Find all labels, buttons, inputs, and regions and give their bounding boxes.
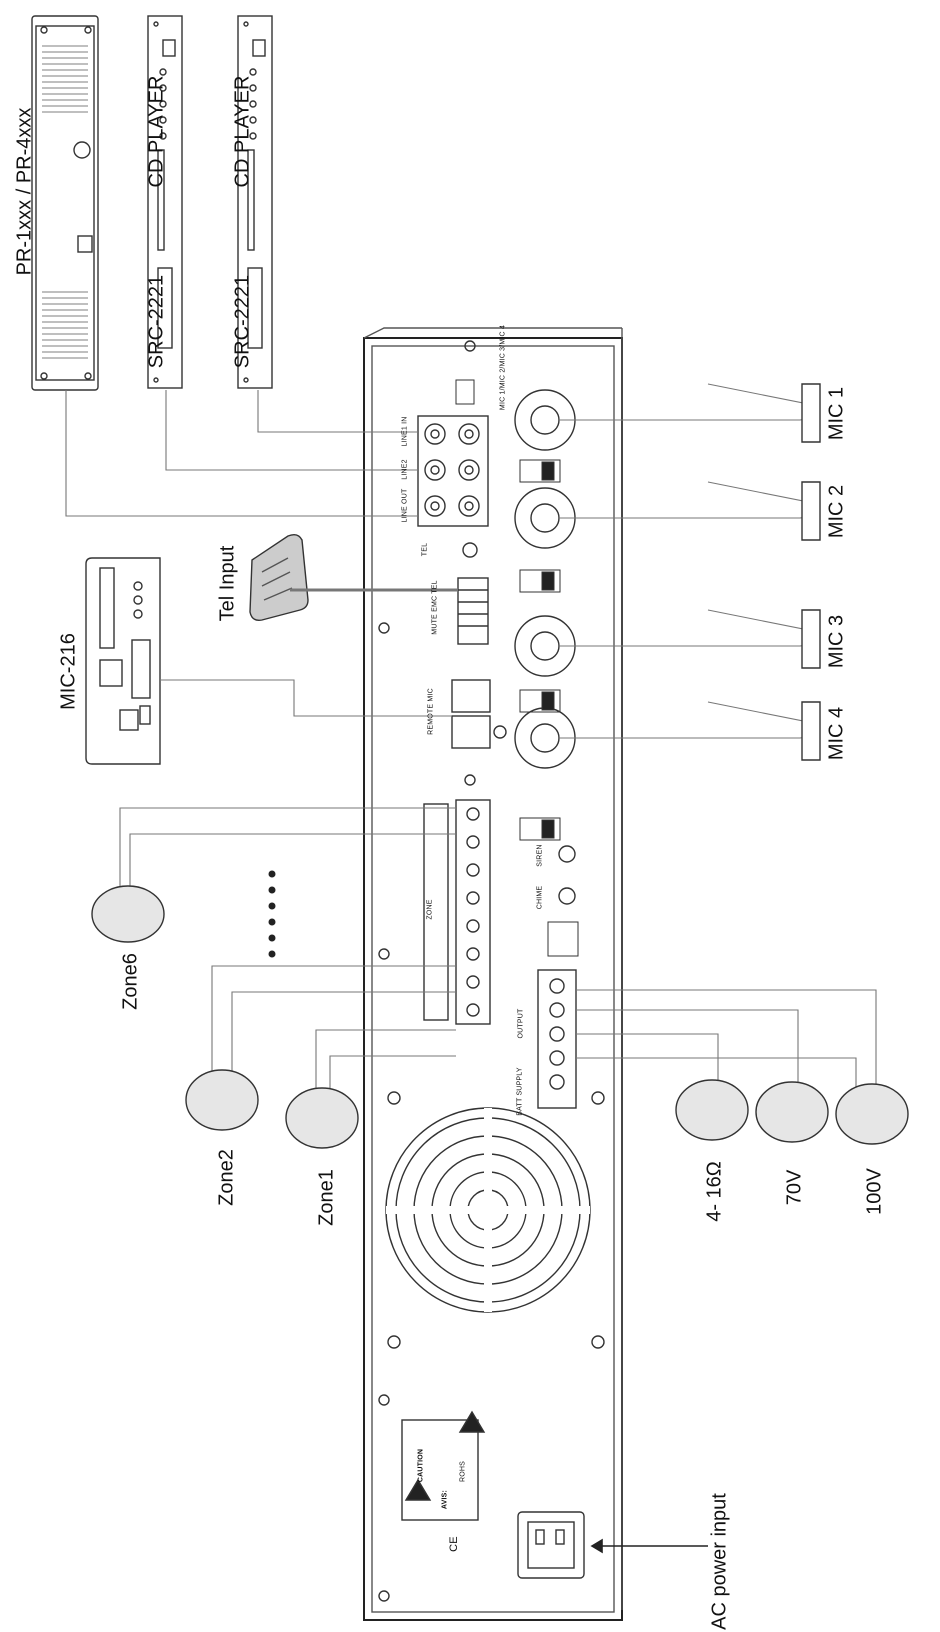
- pr-amplifier-unit: [31, 15, 99, 391]
- src-1-label: SRC-2221: [145, 274, 168, 369]
- telephone-device: [249, 533, 309, 622]
- output-terminal-strip: [537, 845, 577, 1109]
- mute-emc-label: MUTE EMC TEL: [431, 580, 439, 635]
- mic-4-label: MIC 4: [825, 706, 848, 761]
- caution-label: CAUTION: [417, 1448, 425, 1483]
- output-speakers: [675, 1079, 909, 1145]
- more-zones-dots: [268, 870, 276, 958]
- mic-switch-label: MIC 1/MIC 2/MIC 3/MIC 4: [499, 324, 507, 411]
- rohs-label: ROHS: [459, 1460, 467, 1483]
- output-100v-label: 100V: [863, 1168, 886, 1215]
- output-label: OUTPUT: [517, 1008, 525, 1039]
- pr-amplifier-label: PR-1xxx / PR-4xxx: [13, 107, 36, 276]
- mic-1-label: MIC 1: [825, 386, 848, 441]
- dip-switches: [455, 379, 579, 957]
- ac-power-arrow: [590, 1538, 708, 1554]
- zone1-label: Zone1: [315, 1169, 338, 1226]
- signal-cables: [65, 390, 877, 1100]
- remote-mic-unit: [85, 557, 161, 765]
- zone-speakers: [91, 885, 359, 1149]
- zone6-label: Zone6: [119, 953, 142, 1010]
- zone2-label: Zone2: [215, 1149, 238, 1206]
- cd-player-unit-1: [147, 15, 183, 389]
- zone-label: ZONE: [426, 899, 434, 920]
- siren-label: SIREN: [536, 844, 544, 867]
- cd-player-unit-2: [237, 15, 273, 389]
- remote-mic-rj45: [451, 679, 507, 749]
- caution-panel: [401, 1410, 486, 1521]
- line-rca-jacks: [417, 415, 489, 527]
- mic-3-label: MIC 3: [825, 614, 848, 669]
- batt-supply-label: BATT SUPPLY: [516, 1067, 524, 1116]
- line-out-label: LINE OUT: [401, 488, 409, 523]
- cd-player-1-label: CD PLAYER: [145, 75, 168, 188]
- ac-power-inlet: [517, 1511, 585, 1579]
- tel-input-label: Tel Input: [216, 545, 239, 622]
- ac-power-input-label: AC power input: [708, 1493, 731, 1630]
- mic-216-label: MIC-216: [57, 633, 80, 710]
- amplifier-chassis: [363, 327, 623, 1621]
- zone-terminal-strip: [423, 799, 491, 1025]
- mic-2-label: MIC 2: [825, 484, 848, 539]
- control-terminal-block: [457, 542, 489, 645]
- ce-label: CE: [448, 1536, 460, 1552]
- tel-label: TEL: [421, 542, 429, 557]
- output-4-16-label: 4- 16Ω: [703, 1161, 726, 1222]
- cooling-fan-grille: [385, 1091, 605, 1349]
- remote-mic-label: REMOTE MIC: [427, 688, 435, 735]
- chime-label: CHIME: [536, 885, 544, 910]
- cd-player-2-label: CD PLAYER: [231, 75, 254, 188]
- output-70v-label: 70V: [783, 1169, 806, 1206]
- chassis-screws: [378, 340, 476, 1602]
- src-2-label: SRC-2221: [231, 274, 254, 369]
- avis-label: AVIS:: [441, 1489, 449, 1510]
- microphones: [801, 383, 821, 761]
